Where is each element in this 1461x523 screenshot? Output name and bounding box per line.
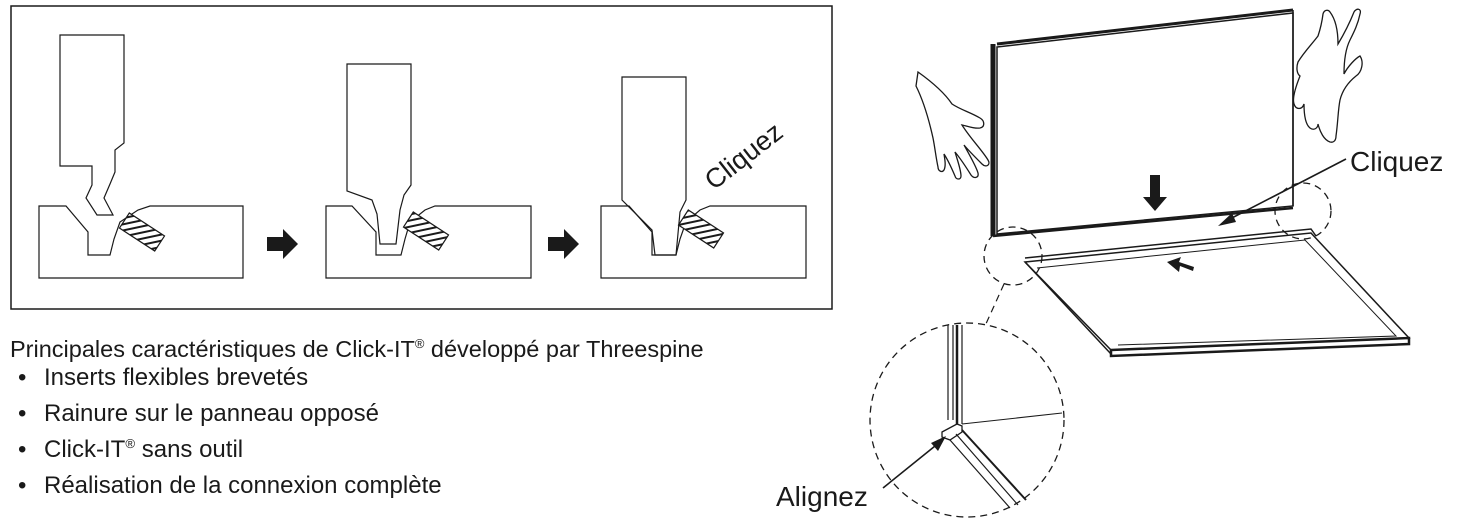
click-label: Cliquez — [1350, 146, 1444, 177]
heading-text: Principales caractéristiques de Click-IT — [10, 336, 415, 362]
flex-insert-1 — [118, 212, 166, 252]
click-leader-arrowhead — [1218, 213, 1236, 226]
detail-circle-left — [983, 226, 1043, 286]
align-leader — [882, 436, 946, 489]
panel-edge-2 — [346, 63, 412, 245]
bullet: • — [18, 400, 27, 427]
step-arrow-1 — [267, 229, 298, 259]
detail-circle-right — [1274, 182, 1332, 240]
feature-text: Réalisation de la connexion complète — [44, 472, 442, 499]
feature-text: Click-IT® sans outil — [44, 435, 244, 463]
step-arrow-2 — [548, 229, 579, 259]
base-panel — [1023, 228, 1411, 358]
base-panel-back-edge — [1024, 228, 1317, 259]
feature-text: Rainure sur le panneau opposé — [44, 400, 379, 427]
upright-panel-top-edge — [996, 8, 1294, 46]
bullet: • — [18, 364, 27, 391]
align-leader-line — [882, 441, 941, 489]
click-leader — [1218, 158, 1347, 226]
align-label: Alignez — [776, 481, 868, 512]
base-panel-top — [1023, 232, 1411, 351]
push-arrow-icon — [1167, 257, 1194, 272]
panel-border — [10, 5, 833, 310]
heading-text-end: développé par Threespine — [424, 336, 704, 362]
upright-panel-face — [996, 12, 1294, 235]
registered-mark: ® — [414, 335, 425, 351]
click-sequence-panel — [10, 5, 833, 310]
down-arrow-icon — [1143, 175, 1167, 211]
right-arrow-icon — [548, 229, 579, 259]
bullet: • — [18, 472, 27, 499]
zoom-detail — [941, 325, 1063, 509]
flex-insert-3 — [677, 209, 725, 249]
zoom-connector-line — [984, 283, 1005, 327]
base-block-1 — [38, 205, 244, 279]
align-leader-arrowhead — [931, 436, 946, 451]
panel-edge-3 — [621, 76, 687, 256]
click-leader-line — [1227, 158, 1347, 221]
detail-circle-zoom — [869, 322, 1065, 518]
flex-insert-2 — [402, 211, 450, 251]
step-1-section — [38, 34, 244, 279]
right-hand-icon — [1292, 8, 1363, 143]
assembly-illustration — [869, 8, 1411, 518]
base-panel-left-edge — [1024, 261, 1112, 355]
left-hand-icon — [915, 70, 990, 180]
bullet: • — [18, 436, 27, 463]
upright-panel — [990, 8, 1294, 238]
step-2-section — [325, 63, 532, 279]
right-arrow-icon — [267, 229, 298, 259]
zoom-floor-edge — [961, 412, 1063, 425]
step-3-section — [600, 76, 807, 279]
panel-edge-1 — [59, 34, 125, 216]
features-heading: Principales caractéristiques de Click-IT… — [10, 336, 704, 363]
feature-text: Inserts flexibles brevetés — [44, 364, 309, 391]
base-panel-inner-line — [1036, 239, 1398, 346]
